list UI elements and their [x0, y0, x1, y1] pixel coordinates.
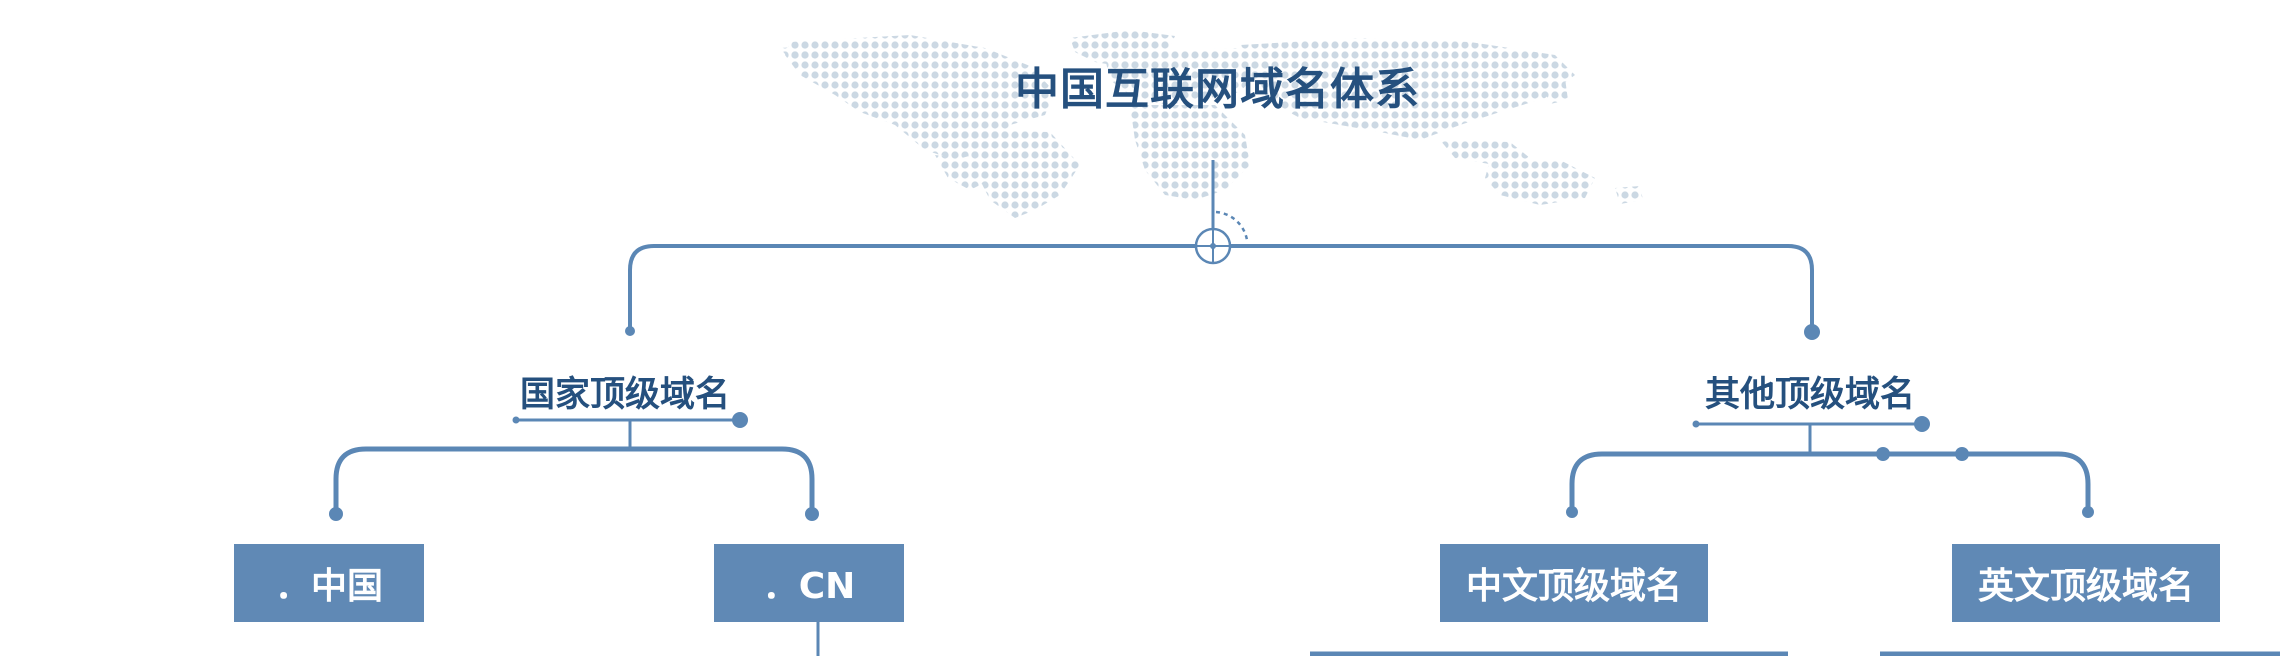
national-branch-left-dot [329, 507, 343, 521]
leaf-english-tld-box: 英文顶级域名 [1952, 544, 2220, 622]
national-branch-line [333, 446, 815, 512]
world-map-background [780, 30, 1643, 218]
leaf-cn-label: ．CN [762, 566, 856, 607]
national-underline-right-dot [732, 412, 748, 428]
other-underline-right-dot [1914, 416, 1930, 432]
other-branch-left-dot [1566, 506, 1578, 518]
leaf-chinese-tld-box: 中文顶级域名 [1440, 544, 1708, 622]
other-underline-left-dot [1692, 420, 1700, 428]
crosshair-circle-icon [1194, 210, 1249, 265]
national-underline-left-dot [512, 416, 520, 424]
leaf-zhongguo-label: ．中国 [274, 566, 383, 607]
other-branch-line [1569, 451, 2091, 510]
national-branch-right-dot [805, 507, 819, 521]
diagram-title: 中国互联网域名体系 [1015, 64, 1420, 115]
category-other-tld: 其他顶级域名 [1705, 375, 1916, 415]
other-branch-mid-dot-1 [1876, 447, 1890, 461]
leaf-chinese-tld-label: 中文顶级域名 [1465, 566, 1682, 607]
other-branch-mid-dot-2 [1955, 447, 1969, 461]
leaf-zhongguo-box: ．中国 [234, 544, 424, 622]
main-branch-left-dot [625, 326, 635, 336]
main-branch-right-dot [1804, 324, 1820, 340]
leaf-cn-box: ．CN [714, 544, 904, 622]
other-branch-right-dot [2082, 506, 2094, 518]
leaf-english-tld-label: 英文顶级域名 [1977, 566, 2194, 607]
category-national-tld: 国家顶级域名 [520, 375, 731, 415]
